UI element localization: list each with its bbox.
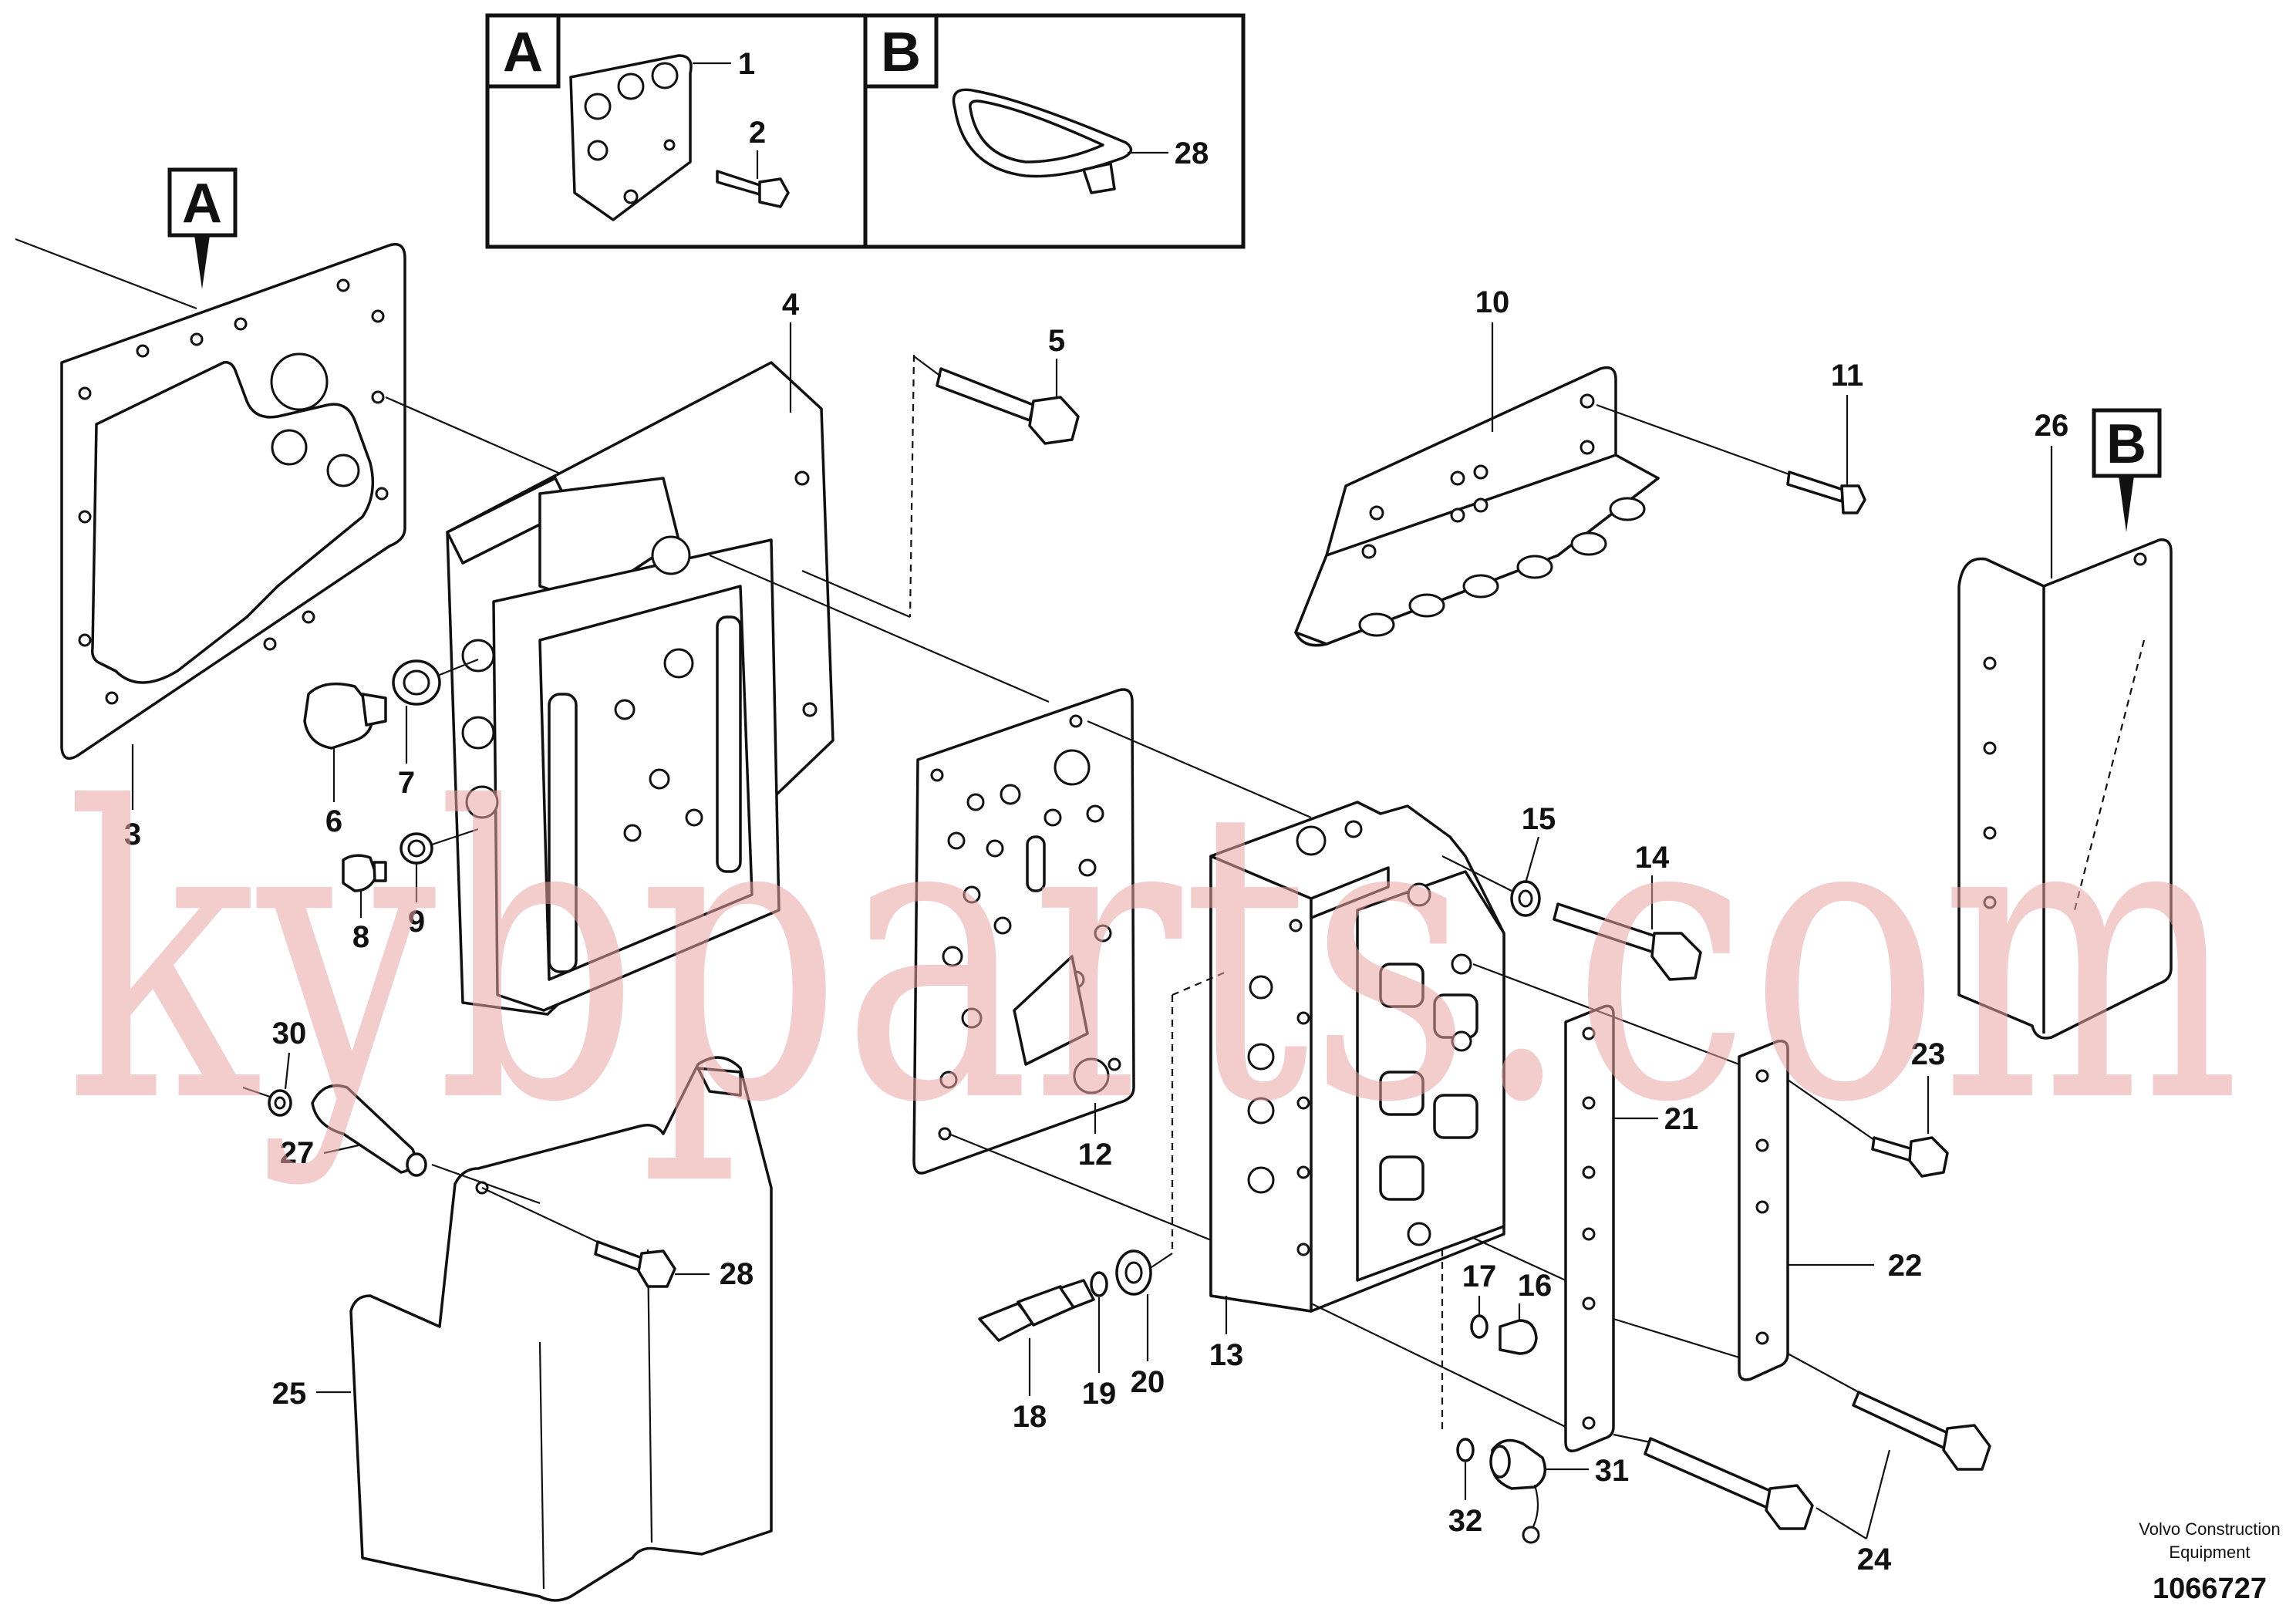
- inset-panel-b: B 28: [863, 13, 1246, 249]
- seal-washer-part-7: [392, 659, 441, 706]
- inset-panel-a: A 1 2: [485, 13, 868, 249]
- callout-1: 1: [738, 47, 755, 81]
- gasket-part-3: [60, 243, 406, 760]
- view-marker-a: A: [167, 167, 238, 289]
- credit-line-1: Volvo Construction: [2139, 1519, 2280, 1539]
- bolt-part-14: [1553, 902, 1702, 981]
- callout-8: 8: [352, 920, 369, 954]
- bolt-part-24b: [1644, 1437, 1814, 1530]
- inset-letter-b: B: [881, 22, 921, 83]
- o-ring-part-19: [1090, 1271, 1108, 1297]
- seal-washer-part-9: [400, 832, 433, 865]
- valve-body-part-13: [1209, 801, 1505, 1313]
- test-nipple-part-31: [1489, 1438, 1547, 1544]
- callout-18: 18: [1013, 1400, 1047, 1434]
- washer-part-30: [268, 1089, 292, 1117]
- plug-part-6: [303, 682, 387, 750]
- callout-12: 12: [1078, 1138, 1113, 1172]
- clamp-part-27: [311, 1084, 427, 1177]
- callout-15: 15: [1522, 802, 1556, 836]
- callout-4: 4: [782, 288, 800, 322]
- credit-line-2: Equipment: [2169, 1543, 2250, 1562]
- inset-letter-a: A: [503, 22, 543, 83]
- callout-21: 21: [1664, 1102, 1699, 1136]
- callout-14: 14: [1635, 841, 1670, 875]
- strip-plate-part-21: [1564, 1004, 1615, 1452]
- callout-11: 11: [1831, 359, 1863, 393]
- view-marker-b: B: [2092, 408, 2162, 532]
- strip-plate-part-22: [1738, 1039, 1789, 1381]
- callout-25: 25: [272, 1377, 307, 1411]
- callout-30: 30: [272, 1017, 307, 1050]
- bolt-part-5: [936, 367, 1080, 445]
- watermark-text: kybparts.com: [66, 723, 2240, 1190]
- callout-7: 7: [398, 766, 415, 800]
- callout-5: 5: [1048, 324, 1065, 358]
- hose-clip-part: [952, 88, 1133, 194]
- mounting-bracket-part-10: [1294, 366, 1660, 647]
- callout-17: 17: [1462, 1259, 1497, 1293]
- callout-6: 6: [325, 804, 342, 838]
- callout-29: 28: [720, 1257, 754, 1291]
- callout-28: 28: [1175, 137, 1209, 170]
- callout-3: 3: [124, 818, 141, 851]
- callout-22: 22: [1888, 1249, 1923, 1283]
- callout-26: 26: [2035, 409, 2069, 443]
- bolt-part-2: [716, 170, 790, 208]
- bolt-part-23: [1871, 1136, 1949, 1178]
- inset-letter-box-a: [485, 13, 561, 89]
- callout-23: 23: [1911, 1037, 1946, 1071]
- bolt-part-11: [1786, 470, 1866, 514]
- callout-2: 2: [749, 116, 766, 150]
- drawing-number: 1066727: [2153, 1573, 2267, 1605]
- plug-part-8: [342, 854, 387, 892]
- o-ring-part-17: [1470, 1314, 1489, 1339]
- plug-part-16: [1499, 1319, 1538, 1355]
- washer-part-20: [1115, 1249, 1152, 1296]
- callout-24: 24: [1857, 1543, 1892, 1576]
- callout-31: 31: [1595, 1454, 1630, 1488]
- sensor-part-18: [978, 1279, 1095, 1342]
- callout-32: 32: [1448, 1504, 1483, 1538]
- callout-19: 19: [1082, 1377, 1117, 1411]
- valve-housing-part-4: [446, 361, 834, 1016]
- bolt-part-24a: [1852, 1391, 1991, 1471]
- callout-16: 16: [1518, 1269, 1553, 1303]
- cover-plate-part: [569, 54, 693, 221]
- callout-9: 9: [408, 905, 425, 939]
- callout-10: 10: [1475, 285, 1510, 319]
- washer-part-15: [1510, 880, 1541, 917]
- view-marker-b-letter: B: [2106, 413, 2146, 475]
- side-cover-part-26: [1957, 538, 2173, 1040]
- separator-plate-part-12: [912, 688, 1135, 1175]
- o-ring-part-32: [1456, 1438, 1475, 1462]
- bolt-part-29: [594, 1240, 676, 1288]
- callout-20: 20: [1131, 1365, 1165, 1399]
- callout-13: 13: [1209, 1338, 1244, 1372]
- view-marker-a-letter: A: [182, 173, 222, 234]
- callout-27: 27: [280, 1136, 315, 1170]
- inset-letter-box-b: [863, 13, 939, 89]
